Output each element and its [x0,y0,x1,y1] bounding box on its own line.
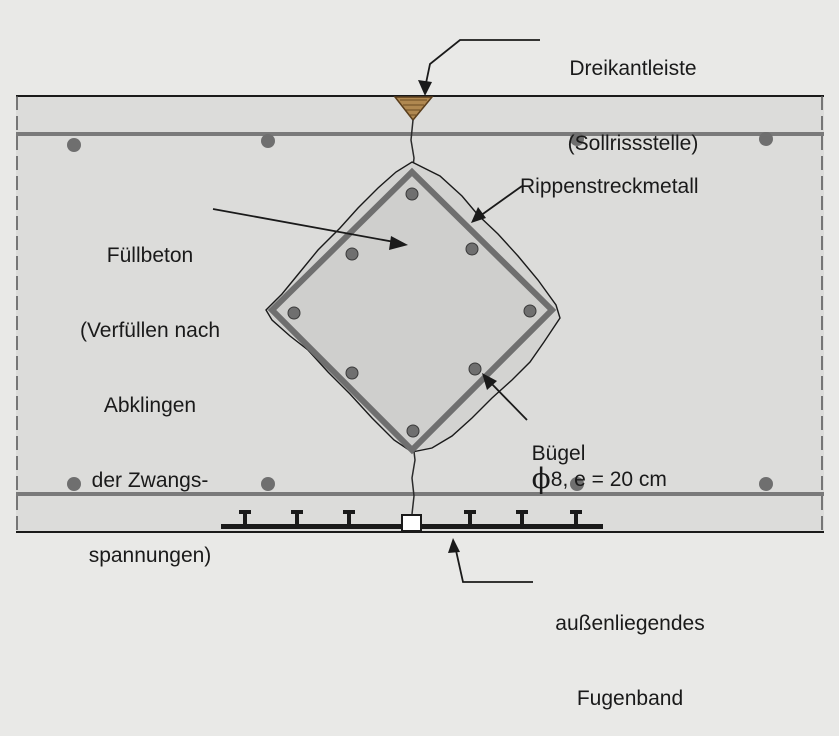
arrowhead-fuellbeton [389,236,408,250]
label-fuellbeton: Füllbeton (Verfüllen nach Abklingen der … [50,193,250,593]
arrowhead-buegel [482,373,497,390]
rebar-dot [261,477,275,491]
stirrup-bar [345,247,359,261]
leader-dreikant [424,39,540,89]
bottom-rebar-line [16,492,824,496]
rebar-dot [759,477,773,491]
rebar-dot [759,132,773,146]
label-dreikantleiste: Dreikantleiste (Sollrissstelle) [528,6,738,181]
stirrup-bar [468,362,482,376]
rebar-dot [570,132,584,146]
stirrup-bar [345,366,359,380]
top-rebar-dots [67,132,773,152]
stirrup-bars [287,187,537,438]
arrowhead-rippen [471,207,486,223]
label-fugen-line2: Fugenband [576,687,684,710]
stirrup-bar [406,424,420,438]
leader-fugenband [454,545,533,583]
rebar-dot [261,134,275,148]
waterstop-rib [291,510,303,524]
arrow-heads [389,80,497,553]
waterstop-rib [343,510,355,524]
top-rebar-line [16,132,824,136]
joint-drawing [16,39,824,583]
rebar-dot [67,477,81,491]
arrowhead-fugenband [448,538,460,553]
leader-fuellbeton [212,208,401,244]
expanded-metal-mesh [267,167,557,455]
label-buegel-suffix: 8, e = 20 cm [550,468,667,491]
leader-lines [212,39,540,583]
arrowhead-dreikant [418,80,432,96]
label-rippenstreckmetall: Rippenstreckmetall [520,175,699,198]
label-buegel: Bügel ϕ8, e = 20 cm [520,416,667,495]
rebar-dot [570,477,584,491]
label-fugenband: außenliegendes Fugenband [520,561,740,736]
stirrup-bar [405,187,419,201]
stirrup-bar [523,304,537,318]
label-fuell-line2: (Verfüllen nach [79,319,221,342]
label-fuell-line5: spannungen) [88,544,212,567]
stirrup-bar [287,306,301,320]
label-buegel-prefix: Bügel [531,442,586,465]
label-dreikant-line2: (Sollrissstelle) [567,132,699,155]
stirrup-bar [465,242,479,256]
rebar-dot [67,138,81,152]
leader-rippen [479,185,523,217]
waterstop-ribs [239,510,582,524]
waterstop-rib [464,510,476,524]
label-fuell-line3: Abklingen [103,394,197,417]
bottom-rebar-dots [67,477,773,491]
triangular-batten [393,96,434,122]
wood-grain [400,99,427,116]
diagram: Dreikantleiste (Sollrissstelle) Füllbeto… [16,6,824,710]
label-dreikant-line1: Dreikantleiste [569,57,697,80]
label-fuell-line1: Füllbeton [106,244,194,267]
label-fugen-line1: außenliegendes [555,612,705,635]
leader-buegel [487,379,528,421]
waterstop-rib [239,510,251,524]
waterstop-center-bulb [401,514,422,532]
waterstop-rib [516,510,528,524]
waterstop-rib [570,510,582,524]
label-fuell-line4: der Zwangs- [91,469,209,492]
label-buegel-symbol: ϕ [531,462,551,495]
